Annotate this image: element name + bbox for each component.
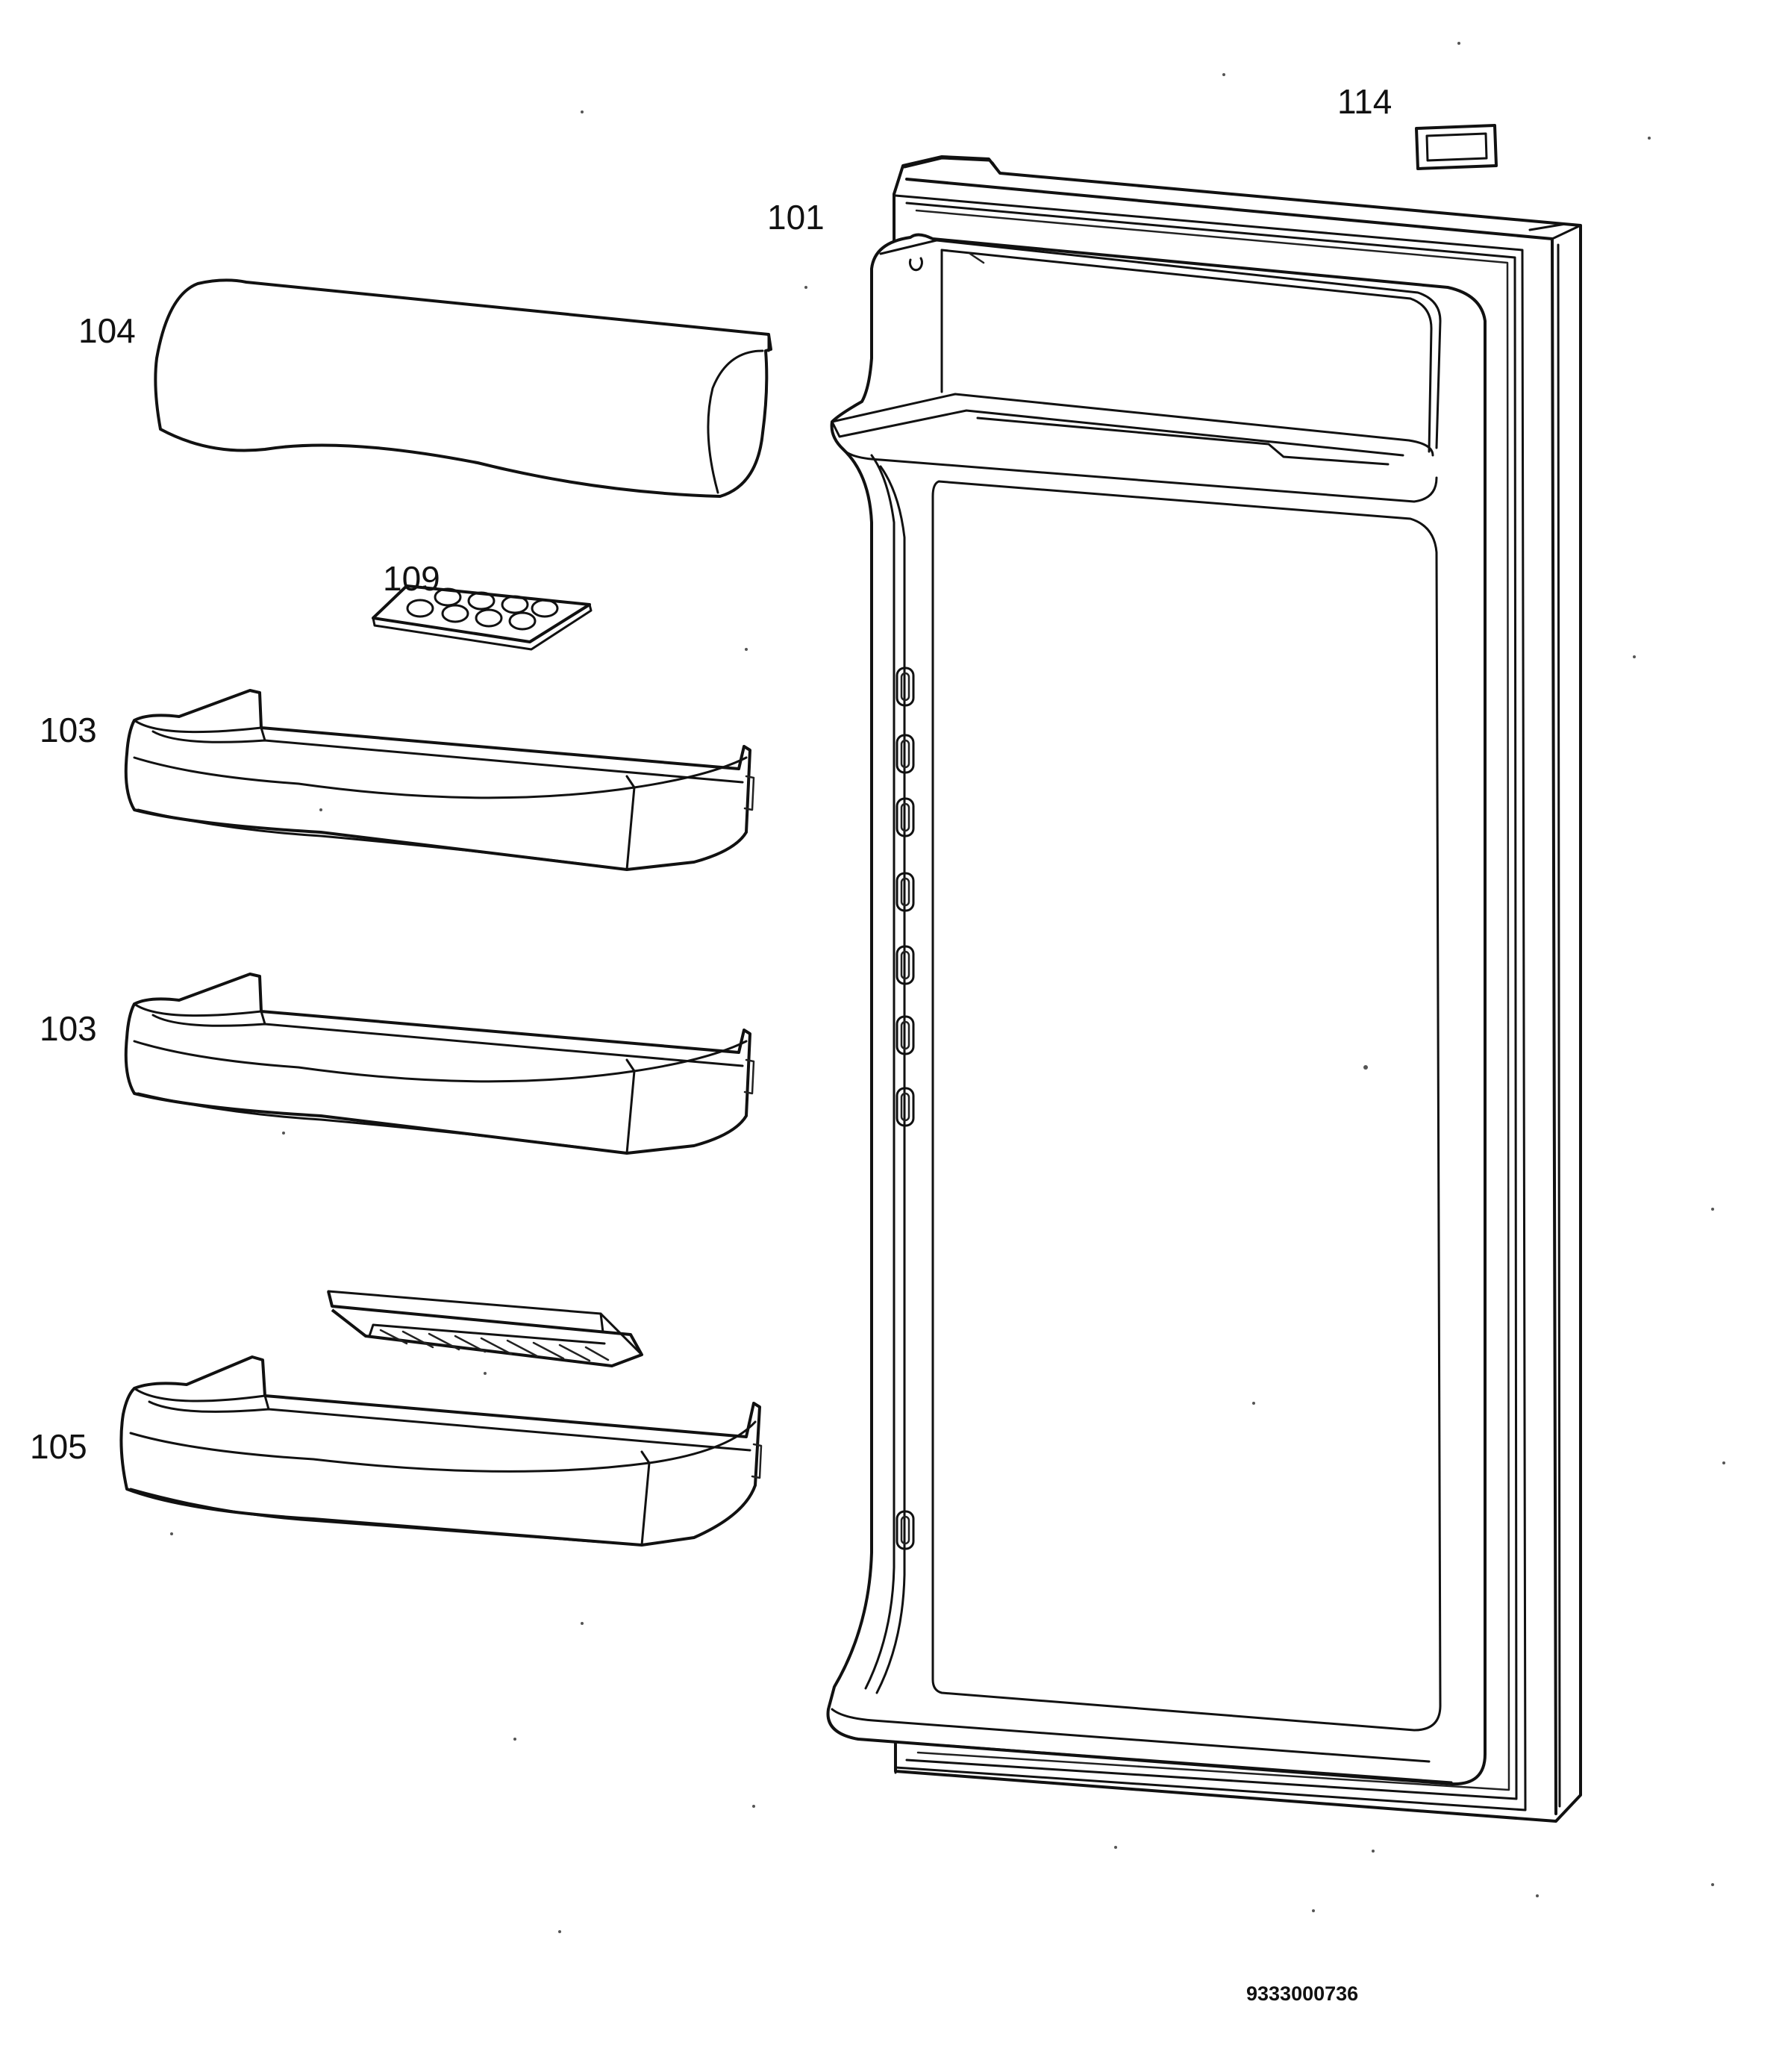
part-104-butter-cover bbox=[154, 278, 772, 498]
label-part-103-lower: 103 bbox=[40, 1009, 97, 1048]
document-number: 9333000736 bbox=[1246, 1982, 1359, 2005]
part-101-door bbox=[826, 155, 1582, 1823]
label-part-104: 104 bbox=[78, 311, 136, 350]
part-103-balcony-2 bbox=[124, 973, 755, 1155]
part-103-balcony-1 bbox=[124, 689, 755, 871]
bottle-retainer bbox=[327, 1290, 643, 1367]
part-109-egg-tray bbox=[372, 584, 593, 651]
scan-speckles bbox=[170, 42, 1725, 1933]
label-part-103-upper: 103 bbox=[40, 711, 97, 749]
label-part-114: 114 bbox=[1337, 82, 1393, 121]
side-slots bbox=[896, 667, 915, 1550]
part-105-bottle-shelf bbox=[119, 1355, 763, 1547]
label-part-109: 109 bbox=[383, 559, 440, 598]
label-part-105: 105 bbox=[30, 1427, 87, 1466]
label-part-101: 101 bbox=[767, 198, 825, 237]
part-114-cap bbox=[1415, 124, 1498, 170]
